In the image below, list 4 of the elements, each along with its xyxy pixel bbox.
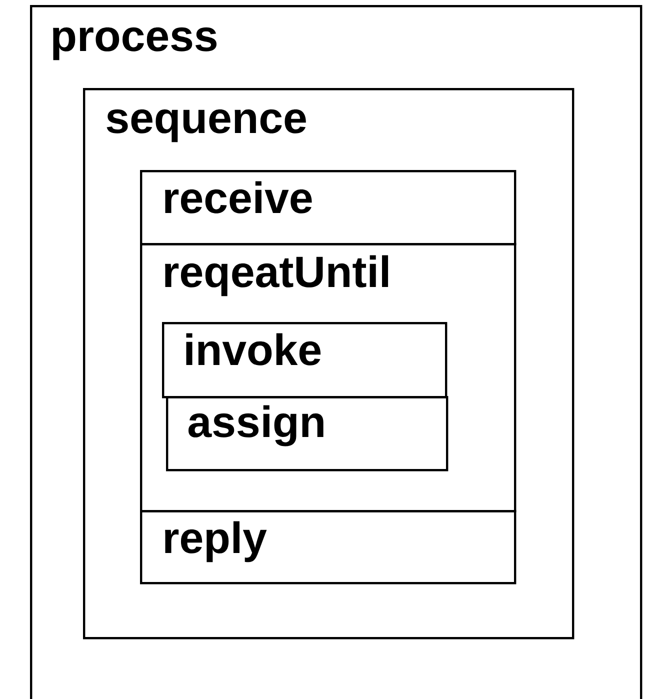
block-box: receive — [140, 170, 516, 246]
block-box: assign — [166, 396, 448, 472]
block-box: invoke — [162, 322, 448, 398]
block-box: reply — [140, 510, 516, 584]
